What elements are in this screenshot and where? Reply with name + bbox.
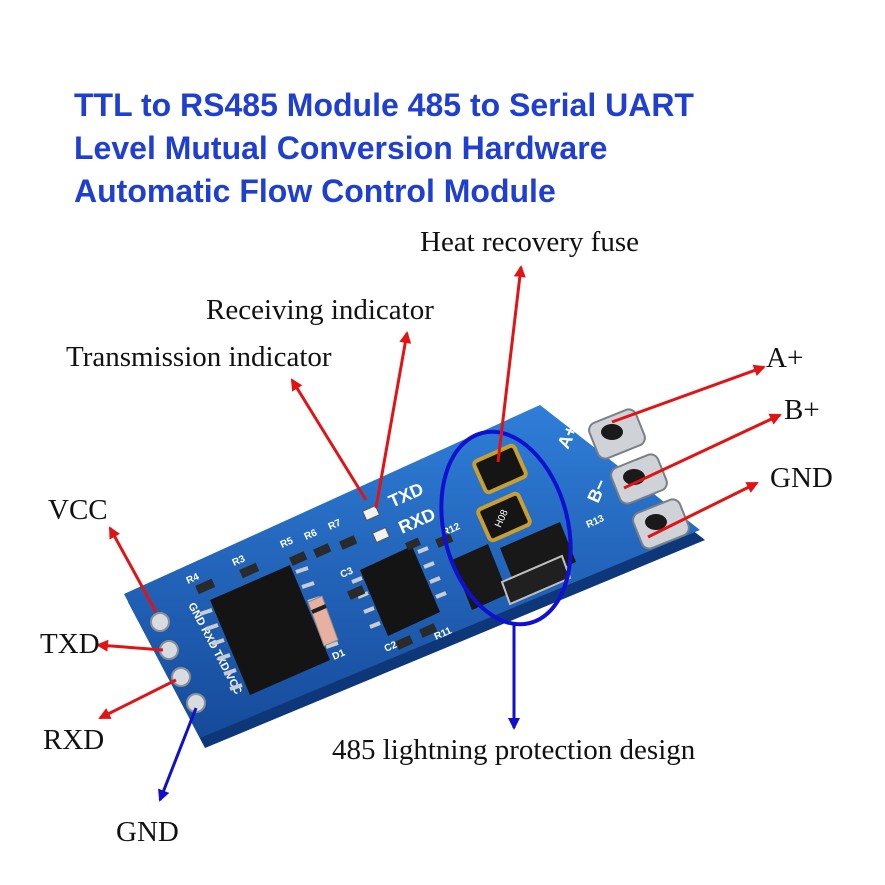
silk-d1: D1 [331,647,348,662]
label-b-plus: B+ [784,394,820,426]
label-transmission-indicator: Transmission indicator [66,341,332,373]
arrow-gnd-left [158,707,198,802]
silk-r4: R4 [185,571,202,586]
led-indicators [361,504,391,544]
silk-c3: C3 [339,565,356,580]
diode-d1 [307,595,339,647]
ic-transceiver-small [351,546,447,636]
label-txd: TXD [40,628,100,660]
led-transmission [371,526,391,544]
protection-highlight-ellipse [439,429,573,627]
label-gnd-left: GND [116,816,179,848]
pcb-board: GND RXD TXD VCC [124,405,705,748]
arrow-gnd-right [647,481,759,539]
silk-r6: R6 [303,527,320,542]
title-line-3: Automatic Flow Control Module [74,173,556,209]
fuse-top [472,443,528,495]
title-line-1: TTL to RS485 Module 485 to Serial UART [74,87,694,123]
silk-r3: R3 [231,553,248,568]
fuses: H08 [472,443,532,543]
label-receiving-indicator: Receiving indicator [206,294,434,326]
arrow-b-plus [623,413,782,490]
label-heat-recovery-fuse: Heat recovery fuse [420,226,639,258]
label-lightning-protection: 485 lightning protection design [332,734,696,766]
silk-c2: C2 [383,639,400,654]
arrow-rxd [98,678,177,720]
silk-r5: R5 [279,535,296,550]
fuse-bottom [476,491,532,543]
title-line-2: Level Mutual Conversion Hardware [74,130,608,166]
label-rxd: RXD [43,724,105,756]
arrow-vcc [108,526,158,613]
led-receiving [361,504,381,522]
terminal-pads [588,408,690,550]
tvs-diodes [452,522,576,610]
product-title: TTL to RS485 Module 485 to Serial UART L… [74,84,864,213]
callout-arrows [96,265,782,720]
label-gnd-right: GND [770,462,833,494]
arrow-transmission [290,378,368,501]
label-a-plus: A+ [766,342,804,374]
label-vcc: VCC [48,494,108,526]
pin-header-pads [150,612,206,713]
silk-r7: R7 [327,517,344,532]
arrow-a-plus [611,364,766,424]
arrow-receiving [374,331,412,509]
arrow-txd [96,639,164,652]
arrow-heat-fuse [496,265,526,463]
